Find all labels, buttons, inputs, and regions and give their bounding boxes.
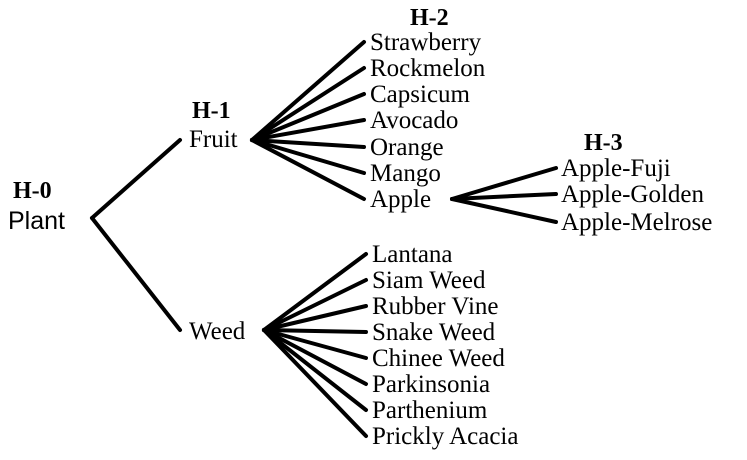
- node-apple-melrose: Apple-Melrose: [561, 209, 712, 236]
- level-h3-label: H-3: [584, 130, 623, 156]
- edge-weed-snake-weed: [262, 328, 368, 334]
- node-rockmelon: Rockmelon: [370, 55, 486, 82]
- edge-weed-siam-weed: [262, 278, 368, 332]
- tree-edges: [90, 40, 558, 438]
- node-weed: Weed: [189, 318, 246, 345]
- level-h1-label: H-1: [192, 98, 231, 124]
- edge-fruit-orange: [250, 138, 366, 149]
- edge-fruit-capsicum: [250, 92, 366, 142]
- edge-weed-chinee-weed: [262, 328, 368, 360]
- node-apple-fuji: Apple-Fuji: [561, 155, 671, 182]
- edge-fruit-avocado: [250, 118, 366, 142]
- node-avocado: Avocado: [370, 107, 458, 134]
- edge-weed-parthenium: [262, 328, 368, 412]
- edge-apple-golden: [450, 192, 558, 201]
- node-strawberry: Strawberry: [370, 29, 482, 56]
- node-apple: Apple: [370, 186, 431, 213]
- node-parthenium: Parthenium: [372, 397, 488, 424]
- node-apple-golden: Apple-Golden: [561, 181, 705, 208]
- edge-fruit-apple: [250, 138, 366, 201]
- node-parkinsonia: Parkinsonia: [372, 371, 490, 398]
- node-plant: Plant: [8, 207, 65, 235]
- edge-apple-fuji: [450, 166, 558, 201]
- level-h2-label: H-2: [410, 5, 449, 31]
- node-lantana: Lantana: [372, 241, 453, 268]
- node-chinee-weed: Chinee Weed: [372, 345, 505, 372]
- edge-weed-lantana: [262, 252, 368, 332]
- node-rubber-vine: Rubber Vine: [372, 293, 499, 320]
- node-prickly-acacia: Prickly Acacia: [372, 423, 518, 450]
- edge-apple-melrose: [450, 197, 558, 224]
- node-orange: Orange: [370, 134, 444, 161]
- edge-weed-rubber-vine: [262, 304, 368, 332]
- edge-weed-parkinsonia: [262, 328, 368, 386]
- level-h0-label: H-0: [13, 178, 52, 204]
- edge-fruit-rockmelon: [250, 66, 366, 142]
- node-mango: Mango: [370, 160, 441, 187]
- edge-plant-weed: [90, 216, 182, 332]
- node-fruit: Fruit: [189, 126, 238, 153]
- edge-fruit-mango: [250, 138, 366, 175]
- node-snake-weed: Snake Weed: [372, 319, 496, 346]
- edge-plant-fruit: [90, 138, 182, 220]
- node-siam-weed: Siam Weed: [372, 267, 486, 294]
- edge-weed-prickly-acacia: [262, 328, 368, 438]
- node-capsicum: Capsicum: [370, 81, 471, 108]
- edge-fruit-strawberry: [250, 40, 366, 142]
